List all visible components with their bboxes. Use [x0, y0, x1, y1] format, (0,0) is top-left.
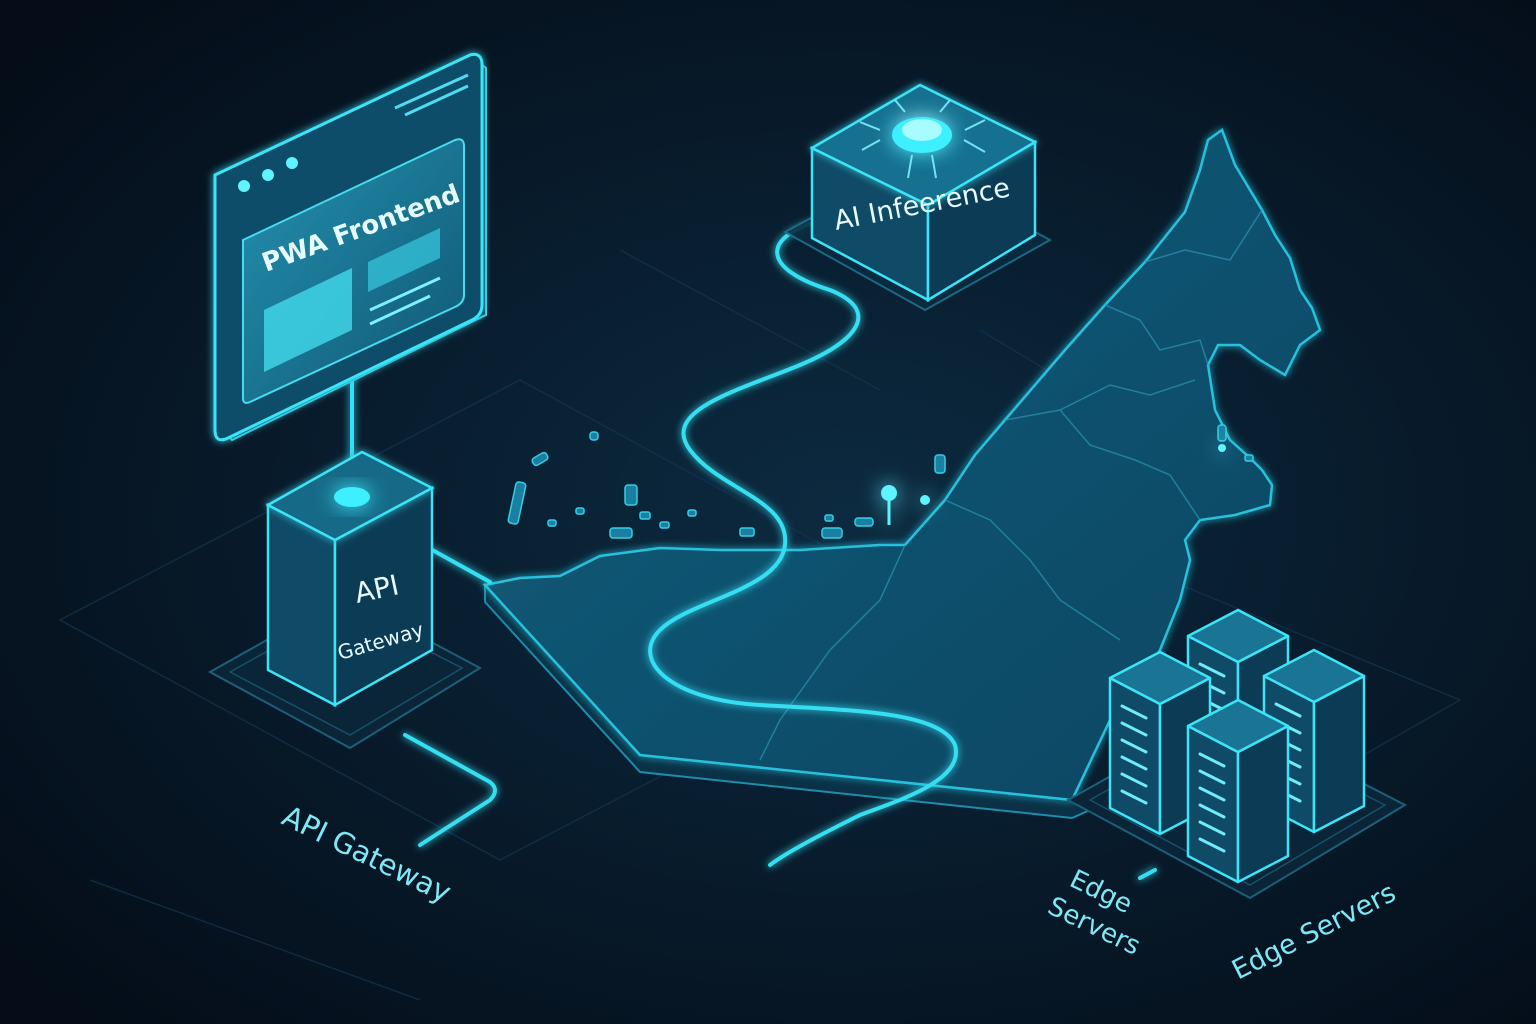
ai-chip-icon [892, 117, 952, 153]
uae-map-icon [482, 128, 1322, 820]
window-dot-icon [286, 157, 298, 169]
server-rack [1186, 698, 1290, 884]
window-dot-icon [262, 169, 274, 181]
pwa-frontend-node: PWA Frontend [213, 53, 487, 442]
menu-line-icon [404, 84, 469, 117]
menu-line-icon [394, 73, 469, 110]
api-gateway-node: API Gateway [207, 450, 483, 750]
link-ai-network [648, 220, 959, 867]
link-edge-tick [1138, 868, 1157, 880]
link-gateway-caption [403, 733, 497, 847]
window-dot-icon [238, 180, 250, 192]
edge-server-cluster [1108, 608, 1366, 884]
ai-inference-node: AI Infeerence [782, 83, 1053, 312]
